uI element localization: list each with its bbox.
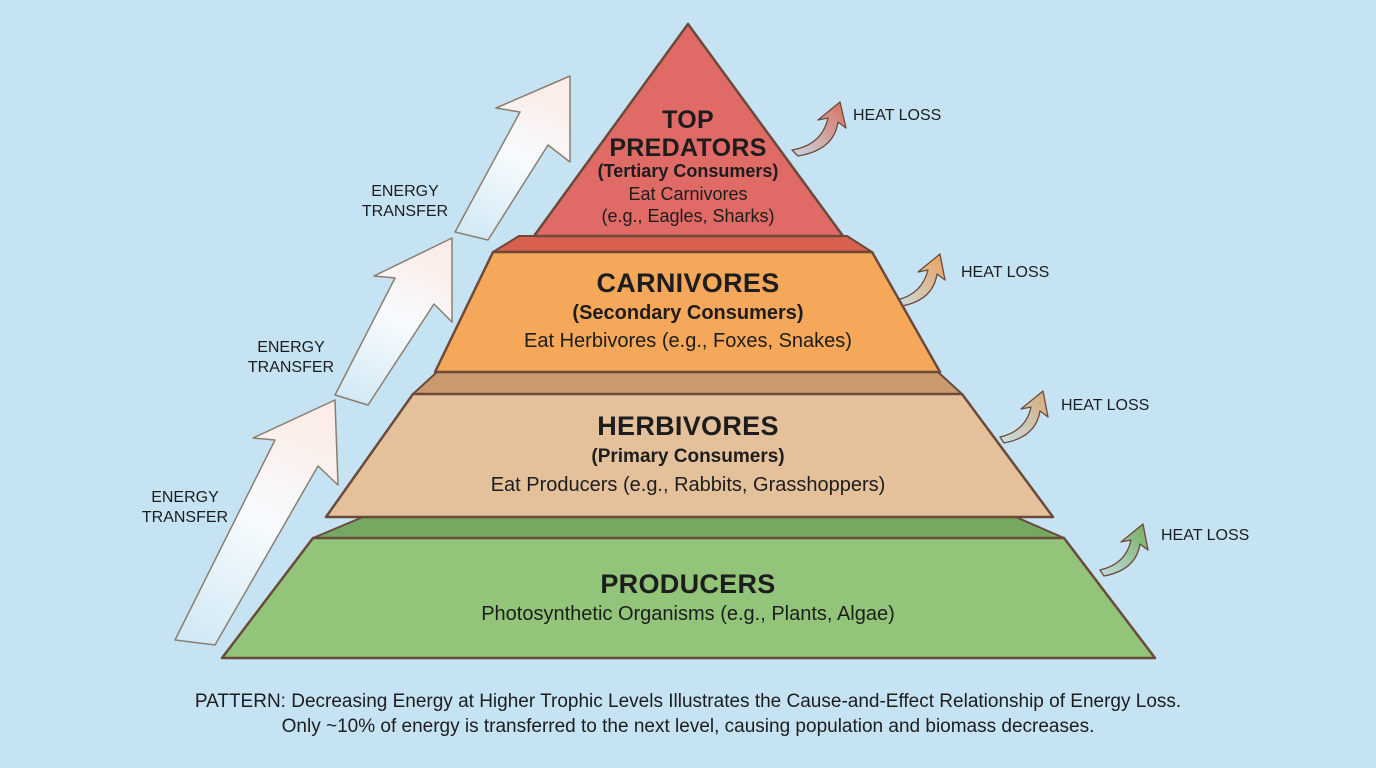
energy-transfer-label-2-line1: ENERGY [257, 339, 325, 356]
heat-loss-arrow-3 [999, 390, 1049, 444]
heat-loss-arrows [791, 101, 1149, 577]
carnivores-title: CARNIVORES [596, 268, 780, 298]
heat-loss-label-2: HEAT LOSS [961, 264, 1050, 281]
carnivores-top-face [492, 235, 873, 253]
heat-loss-label-3: HEAT LOSS [1061, 397, 1150, 414]
energy-transfer-arrow-2 [334, 237, 453, 406]
producers-desc: Photosynthetic Organisms (e.g., Plants, … [481, 603, 895, 625]
herbivores-level [324, 392, 1055, 519]
energy-transfer-label-3: ENERGY TRANSFER [350, 182, 460, 222]
pyramid [220, 22, 1157, 660]
pattern-caption-line2: Only ~10% of energy is transferred to th… [281, 716, 1095, 737]
heat-loss-label-1: HEAT LOSS [853, 107, 942, 124]
producers-title: PRODUCERS [600, 569, 776, 599]
producers-top-face [312, 516, 1065, 539]
top-predators-title-line2: PREDATORS [609, 134, 767, 162]
herbivores-title: HERBIVORES [597, 411, 779, 441]
carnivores-level [433, 250, 942, 374]
heat-loss-arrow-2 [896, 253, 946, 307]
herbivores-top-face [412, 371, 963, 395]
energy-transfer-label-1-line2: TRANSFER [141, 509, 229, 526]
top-predators-desc-line2: (e.g., Eagles, Sharks) [601, 206, 775, 226]
top-predators-desc-line1: Eat Carnivores [628, 184, 748, 204]
energy-transfer-label-1-line1: ENERGY [151, 489, 219, 506]
energy-transfer-arrow-3 [454, 75, 571, 241]
energy-transfer-label-2-line2: TRANSFER [247, 359, 335, 376]
carnivores-subtitle: (Secondary Consumers) [572, 302, 804, 324]
heat-loss-arrow-1 [791, 101, 847, 157]
energy-transfer-label-3-line2: TRANSFER [361, 203, 449, 220]
top-predators-title-line1: TOP [662, 106, 714, 134]
herbivores-desc: Eat Producers (e.g., Rabbits, Grasshoppe… [490, 474, 886, 496]
pattern-caption-line1: PATTERN: Decreasing Energy at Higher Tro… [194, 691, 1182, 712]
energy-transfer-label-3-line1: ENERGY [371, 183, 439, 200]
energy-transfer-label-1: ENERGY TRANSFER [130, 488, 240, 528]
carnivores-desc: Eat Herbivores (e.g., Foxes, Snakes) [524, 330, 852, 352]
energy-transfer-label-2: ENERGY TRANSFER [236, 338, 346, 378]
heat-loss-label-4: HEAT LOSS [1161, 527, 1250, 544]
herbivores-subtitle: (Primary Consumers) [591, 446, 785, 467]
energy-transfer-arrows [174, 75, 571, 646]
heat-loss-arrow-4 [1099, 523, 1149, 577]
top-predators-level [532, 22, 845, 238]
producers-level [220, 536, 1157, 660]
top-predators-subtitle: (Tertiary Consumers) [597, 161, 779, 181]
energy-transfer-arrow-1 [174, 399, 339, 646]
